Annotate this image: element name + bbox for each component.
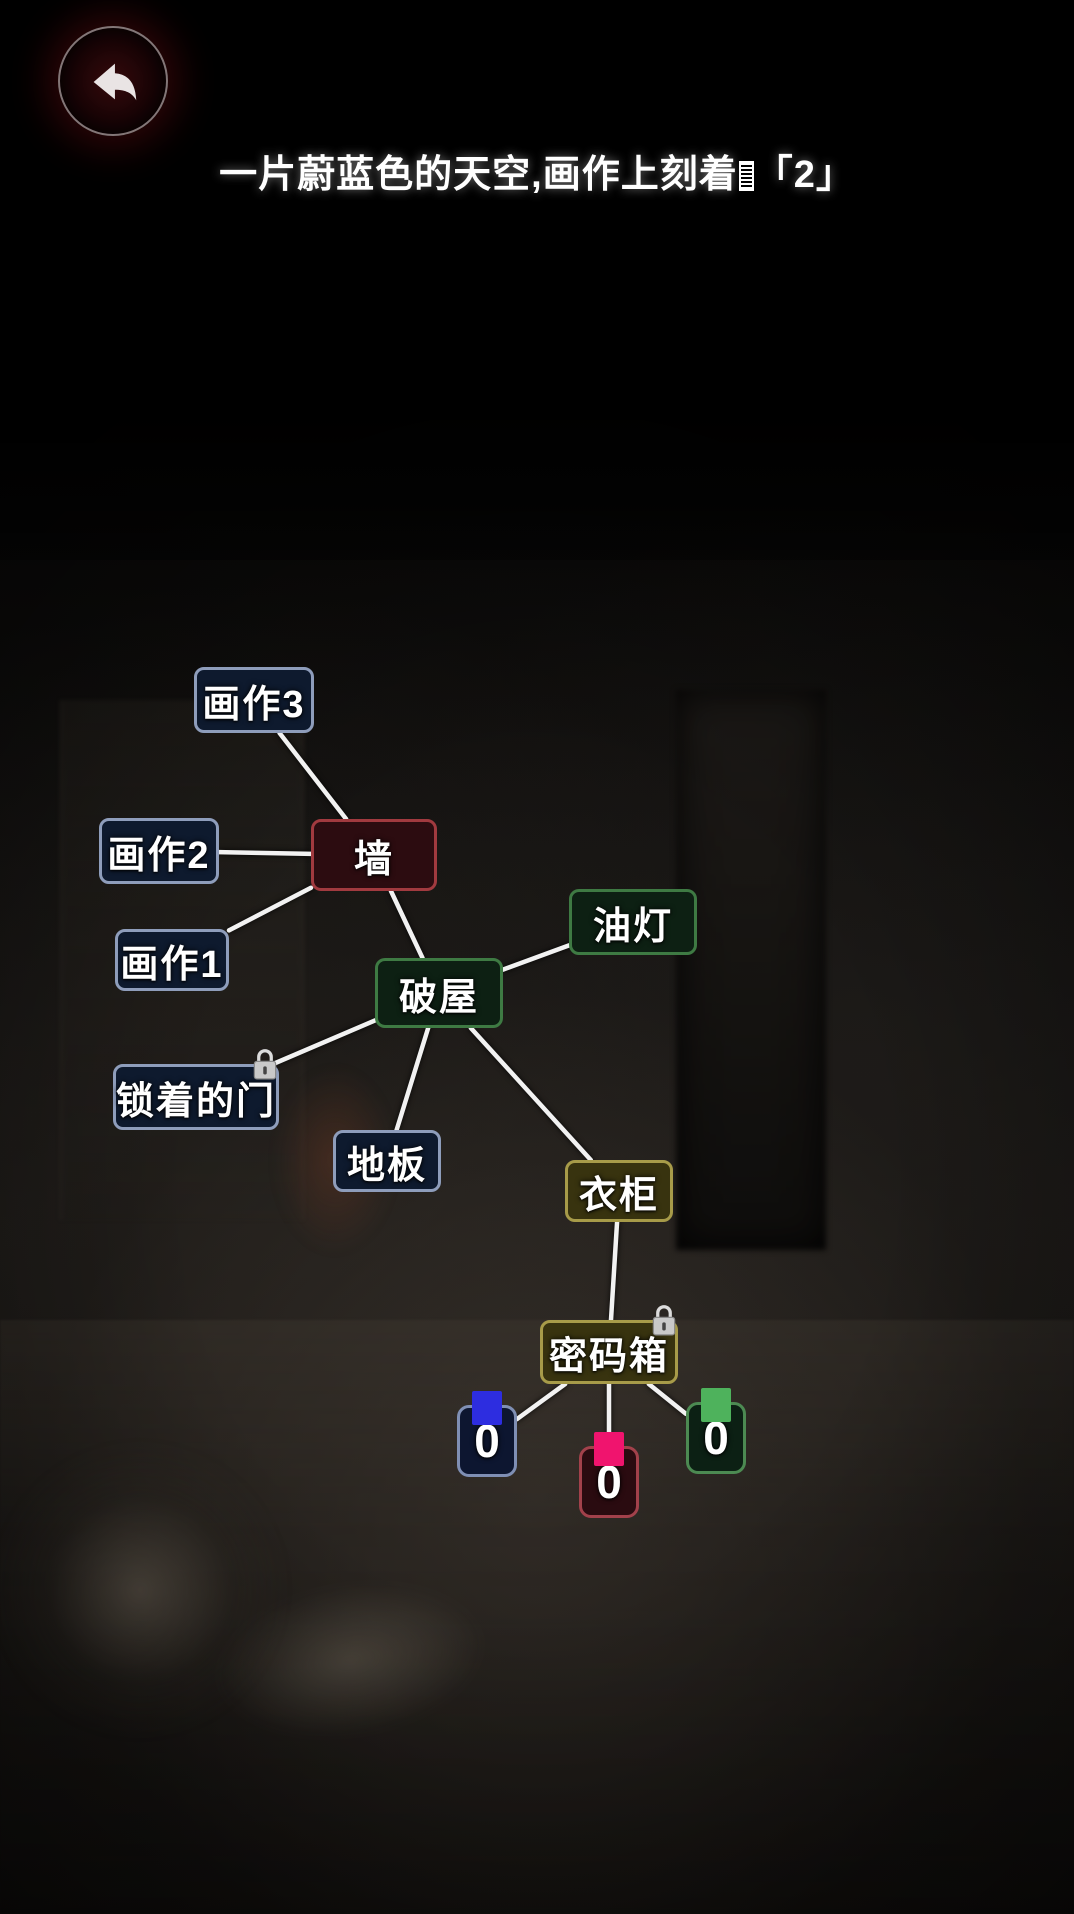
graph-node-floor[interactable]: 地板 bbox=[333, 1130, 441, 1192]
graph-edge bbox=[500, 943, 572, 972]
color-chip-digit-2 bbox=[594, 1432, 624, 1466]
subtitle-part-two: 「2」 bbox=[754, 154, 855, 196]
graph-node-locked-door[interactable]: 锁着的门 bbox=[113, 1049, 279, 1130]
color-chip-digit-1 bbox=[472, 1391, 502, 1425]
subtitle-part-one: 一片蔚蓝色的天空,画作上刻着 bbox=[219, 154, 738, 196]
background-door-frame bbox=[676, 690, 826, 1250]
graph-node-label: 画作2 bbox=[107, 834, 211, 877]
graph-node-label: 画作3 bbox=[202, 683, 306, 726]
graph-node-wardrobe[interactable]: 衣柜 bbox=[565, 1160, 673, 1222]
graph-node-ruined-house[interactable]: 破屋 bbox=[375, 958, 503, 1028]
subtitle-text: 一片蔚蓝色的天空,画作上刻着「2」 bbox=[0, 143, 1074, 198]
graph-node-code-box[interactable]: 密码箱 bbox=[540, 1305, 678, 1384]
back-arrow-icon bbox=[93, 63, 137, 101]
graph-node-wall[interactable]: 墙 bbox=[311, 819, 437, 891]
graph-node-painting3[interactable]: 画作3 bbox=[194, 667, 314, 733]
lock-icon bbox=[649, 1303, 679, 1337]
graph-node-label: 密码箱 bbox=[548, 1335, 669, 1378]
missing-glyph-icon bbox=[738, 161, 754, 191]
graph-node-label: 地板 bbox=[346, 1144, 427, 1187]
graph-node-label: 锁着的门 bbox=[116, 1080, 277, 1123]
graph-node-painting2[interactable]: 画作2 bbox=[99, 818, 219, 884]
lock-icon bbox=[250, 1047, 280, 1081]
graph-node-label: 衣柜 bbox=[578, 1174, 659, 1217]
graph-node-digit-1[interactable]: 0 bbox=[457, 1391, 517, 1477]
graph-node-oil-lamp[interactable]: 油灯 bbox=[569, 889, 697, 955]
graph-edge bbox=[388, 888, 425, 961]
graph-node-label: 油灯 bbox=[592, 905, 673, 948]
graph-node-digit-3[interactable]: 0 bbox=[686, 1388, 746, 1474]
graph-edge bbox=[608, 1219, 620, 1323]
graph-node-label: 画作1 bbox=[120, 943, 224, 986]
graph-node-painting1[interactable]: 画作1 bbox=[115, 929, 229, 991]
back-button[interactable] bbox=[58, 26, 168, 136]
graph-node-label: 墙 bbox=[353, 838, 394, 881]
color-chip-digit-3 bbox=[701, 1388, 731, 1422]
graph-edge bbox=[468, 1025, 594, 1163]
background-top-mask bbox=[0, 0, 1074, 560]
graph-node-digit-2[interactable]: 0 bbox=[579, 1432, 639, 1518]
graph-node-label: 破屋 bbox=[398, 976, 479, 1019]
